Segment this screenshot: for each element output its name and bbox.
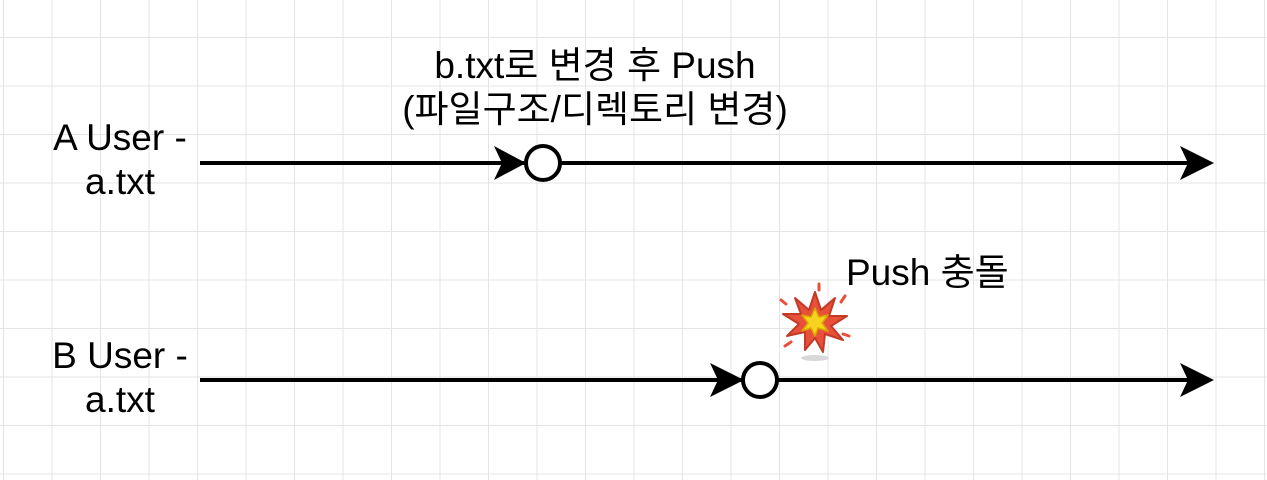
user-b-name: B User - <box>52 335 188 376</box>
commit-node-b[interactable] <box>741 361 779 399</box>
arrowhead-a-end <box>1180 146 1214 180</box>
user-a-file: a.txt <box>85 161 155 202</box>
user-a-name: A User - <box>53 117 187 158</box>
push-conflict-label: Push 충돌 <box>846 251 1009 295</box>
arrowhead-b-mid <box>710 363 744 397</box>
change-push-line2: (파일구조/디렉토리 변경) <box>402 89 788 130</box>
change-push-label: b.txt로 변경 후 Push (파일구조/디렉토리 변경) <box>340 44 850 132</box>
user-a-label: A User - a.txt <box>20 116 220 204</box>
push-conflict-text: Push 충돌 <box>846 252 1009 293</box>
arrowhead-a-mid <box>494 146 526 180</box>
explosion-icon <box>779 282 851 361</box>
change-push-line1: b.txt로 변경 후 Push <box>434 45 756 86</box>
arrowhead-b-end <box>1180 363 1214 397</box>
user-b-label: B User - a.txt <box>20 334 220 422</box>
commit-node-a[interactable] <box>524 144 562 182</box>
user-b-file: a.txt <box>85 379 155 420</box>
